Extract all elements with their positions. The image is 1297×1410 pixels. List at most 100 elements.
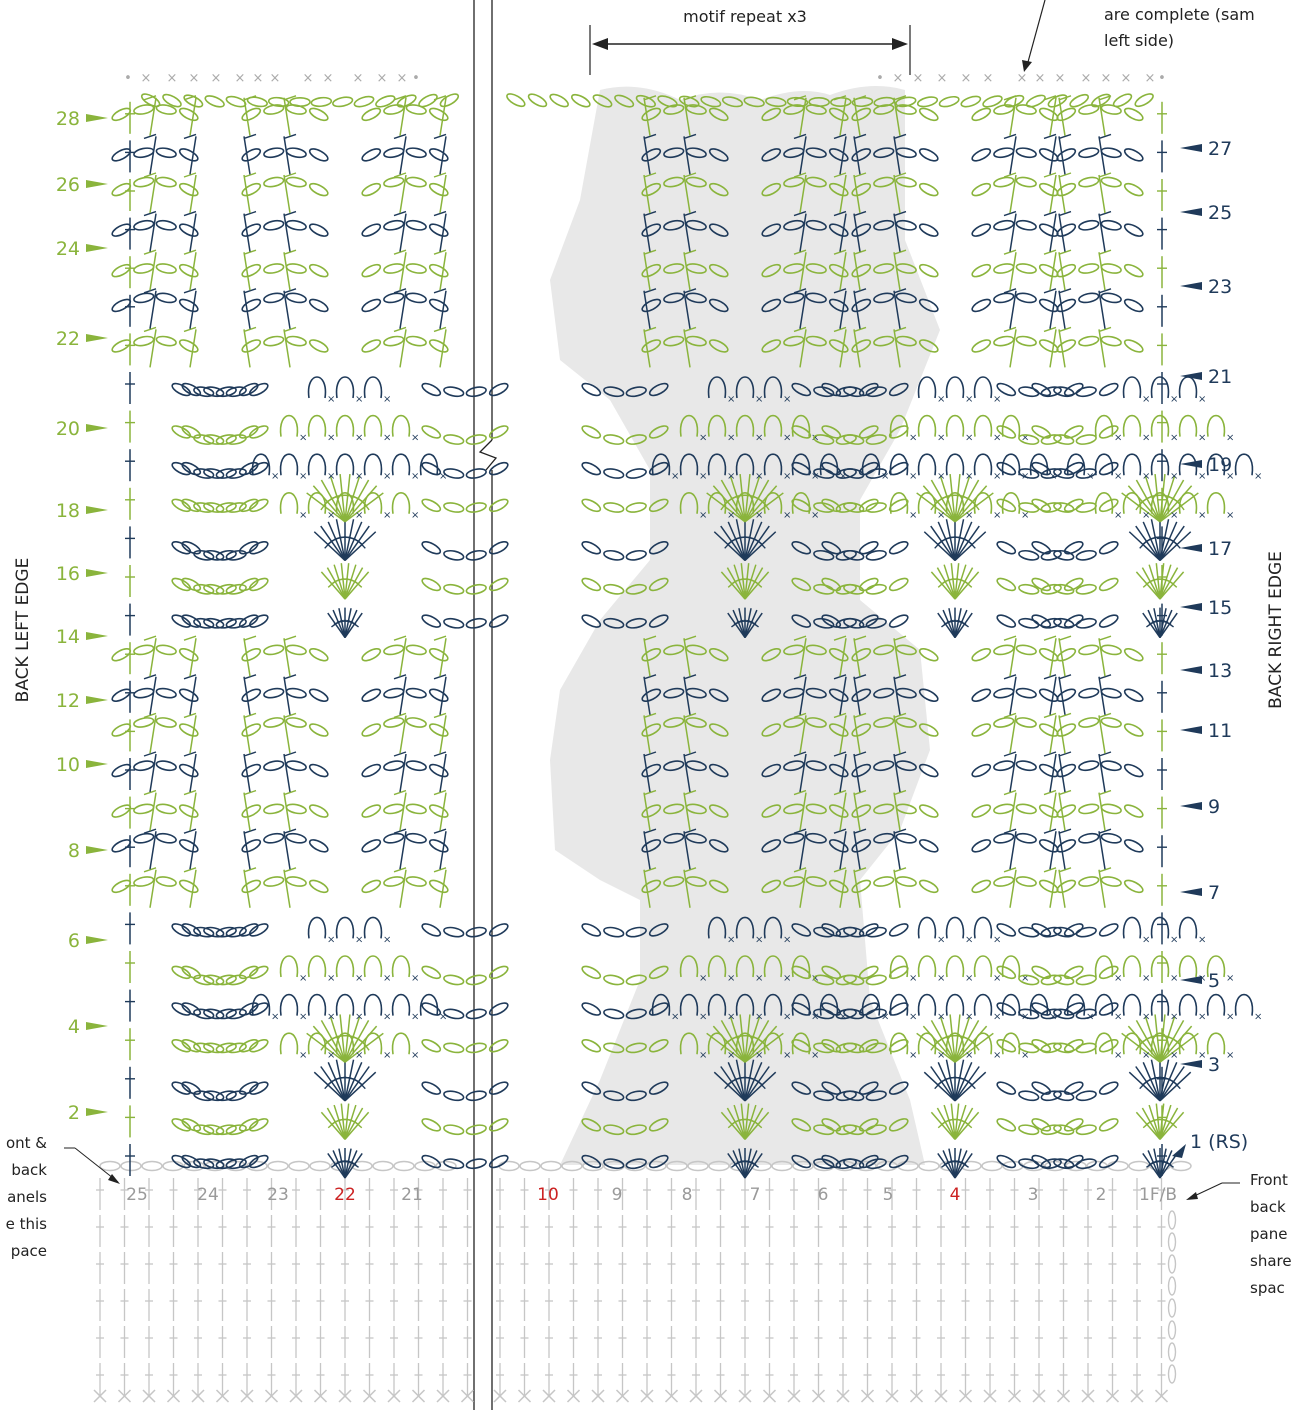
chain-stitch [858, 614, 879, 628]
dc-stitch [943, 564, 956, 600]
tr-stitch [189, 213, 197, 252]
foundation-sc [566, 1389, 581, 1403]
tr-stitch [839, 252, 847, 291]
tr-stitch [1058, 174, 1066, 214]
chain-stitch [178, 763, 199, 778]
turning-chain [1167, 1320, 1177, 1340]
chain-stitch [614, 94, 635, 108]
sc-mark: × [783, 433, 791, 444]
picot-loop [307, 916, 327, 939]
chain-stitch [1123, 148, 1144, 162]
chain-stitch [465, 926, 487, 938]
chain-stitch [405, 147, 427, 159]
chain-stitch [1098, 1081, 1119, 1095]
chain-stitch [1038, 648, 1059, 662]
tr-stitch [283, 831, 291, 870]
chain-stitch [1018, 1008, 1040, 1020]
chain-stitch [133, 176, 155, 188]
chain-stitch [1078, 760, 1100, 772]
tr-stitch-top [853, 712, 867, 719]
tr-stitch [149, 252, 157, 291]
tr-stitch [893, 715, 901, 754]
chain-stitch [918, 263, 939, 278]
sc-mark: × [1198, 510, 1206, 521]
tr-stitch [1009, 136, 1017, 175]
chain-stitch [361, 879, 382, 894]
foundation-chain [519, 1160, 541, 1172]
picot-loop [707, 492, 727, 514]
tr-stitch-top [1098, 288, 1112, 294]
tr-stitch-top [393, 867, 407, 873]
tr-stitch-top [183, 172, 197, 178]
foundation-chain [561, 1160, 583, 1172]
chain-stitch [982, 95, 1003, 108]
dc-stitch-bar [959, 620, 969, 628]
tr-stitch-top [243, 249, 257, 255]
tr-stitch [283, 290, 291, 329]
sc-mark: × [1086, 1012, 1094, 1023]
chain-stitch [805, 176, 827, 188]
chain-stitch [625, 1158, 647, 1170]
chain-stitch [488, 1002, 509, 1016]
dc-stitch [1159, 1020, 1185, 1063]
top-right-note: are complete (sam left side) [1022, 0, 1255, 72]
tr-stitch-top [1003, 751, 1017, 757]
top-row-marker: × [961, 71, 972, 86]
tr-stitch-top [283, 133, 297, 140]
sc-mark: × [993, 934, 1001, 945]
dc-stitch-bar [1172, 540, 1181, 549]
dc-stitch [954, 1025, 988, 1063]
tr-stitch-top [283, 172, 297, 178]
foundation-sc [1081, 1389, 1095, 1403]
top-row-marker: • [412, 71, 420, 86]
tr-stitch-top [433, 635, 447, 641]
chain-stitch [488, 461, 509, 476]
tr-stitch [1009, 638, 1017, 677]
chain-stitch [263, 176, 285, 188]
dc-stitch [1142, 521, 1161, 561]
tr-stitch [1049, 831, 1057, 870]
chain-stitch [383, 803, 405, 815]
row-arrow-icon [86, 696, 108, 704]
tr-stitch [1009, 792, 1017, 831]
row-1-label: 1 (RS) [1190, 1131, 1248, 1153]
sc-mark: × [1021, 433, 1029, 444]
sc-mark: × [755, 433, 763, 444]
dc-stitch [326, 1107, 346, 1140]
picot-loop [1206, 955, 1226, 978]
foundation-chain [582, 1160, 604, 1172]
dc-stitch [1159, 521, 1178, 561]
top-row-marker: × [235, 71, 246, 86]
picot-loop [917, 376, 937, 399]
tr-stitch [1058, 869, 1066, 908]
chain-stitch [1123, 107, 1144, 122]
tr-stitch [893, 869, 901, 908]
chain-stitch [641, 339, 662, 353]
tr-stitch-top [143, 249, 157, 255]
chain-stitch [361, 107, 382, 122]
right-note-line1: Front [1250, 1171, 1288, 1189]
sc-mark: × [1226, 973, 1234, 984]
chain-stitch [308, 648, 329, 662]
picot-loop [735, 916, 755, 939]
dc-stitch [713, 1071, 746, 1102]
picot-loop [973, 453, 993, 476]
chain-stitch [181, 1038, 202, 1053]
left-note-line1: ont & [6, 1134, 47, 1152]
chain-stitch [289, 97, 311, 108]
dc-stitch [344, 1071, 377, 1102]
tr-stitch [189, 174, 197, 214]
chain-stitch [1075, 434, 1097, 445]
tr-stitch-top [1043, 635, 1057, 641]
foundation-sc [787, 1389, 801, 1403]
chain-stitch [248, 541, 269, 555]
chain-stitch [873, 832, 895, 844]
tr-stitch-top [893, 674, 907, 680]
chain-stitch [918, 648, 939, 662]
dc-stitch [954, 1152, 973, 1179]
tr-stitch-top [1058, 95, 1072, 101]
chain-stitch [488, 614, 509, 628]
chain-stitch [405, 219, 427, 231]
chain-stitch [421, 577, 442, 592]
chain-stitch [700, 95, 722, 108]
